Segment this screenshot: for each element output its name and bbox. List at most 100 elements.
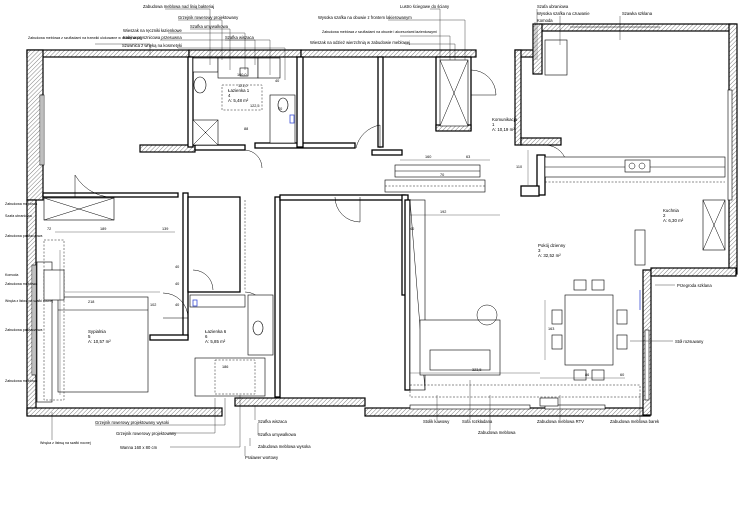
annotation: Wnęka z listwą na szafki nocnej xyxy=(40,441,91,445)
dim-text: 40 xyxy=(175,303,179,307)
annotation: Zabudowa meblowa wysoka xyxy=(258,444,311,449)
annotation: Sofa rozkładana xyxy=(462,419,493,424)
dim-text: 139 xyxy=(162,227,168,231)
room-area: A: 6,30 m² xyxy=(663,218,684,223)
room-name: Łazienka 6 xyxy=(205,329,227,334)
dim-text: 186 xyxy=(222,365,228,369)
bathroom-2 xyxy=(189,200,274,397)
room-number: 5 xyxy=(88,334,91,339)
annotation: Zabudowa meblowa RTV xyxy=(537,419,584,424)
annotation: Grzejnik rowerowy projektowany xyxy=(116,431,177,436)
annotation: Kabina prysznicowa przesuwna xyxy=(123,35,182,40)
room-number: 3 xyxy=(538,248,541,253)
annotation: Zabudowa pawlaczowa xyxy=(5,328,42,332)
dim-text: 40 xyxy=(175,265,179,269)
annotation: Wysoka szafka na obuwie z frontem lakier… xyxy=(318,15,412,20)
room-area: A: 5,85 m² xyxy=(205,339,226,344)
room-area: A: 10,19 m² xyxy=(492,127,515,132)
annotation: Szafka wiszaca xyxy=(225,35,255,40)
dim-text: 100,0 xyxy=(237,73,247,77)
dim-text: 70 xyxy=(278,107,282,111)
annotation: Zabudowa meblowa xyxy=(5,282,37,286)
room-label-bedroom: Sypialnia 5 A: 10,57 m² xyxy=(88,329,111,344)
annotation: Stolik kawowy xyxy=(423,419,450,424)
annotation: Zabudowa meblowa xyxy=(5,379,37,383)
annotation: Zabudowa meblowa z szufladami na trzewik… xyxy=(28,36,142,40)
room-number: 2 xyxy=(663,213,666,218)
dim-text: 40 xyxy=(410,227,414,231)
annotation: Wnęka z listwą na szafki nocnej xyxy=(5,299,53,303)
room-area: A: 10,57 m² xyxy=(88,339,111,344)
annotation: Wieszak na ręczniki łazienkowe xyxy=(123,28,183,33)
annotation: Zabudowa meblowa nad linią bakteriaj xyxy=(143,4,214,9)
annotations-right: Przegroda szklana Stół rozsuwany xyxy=(675,283,712,344)
annotation: Szafka umywalkowa xyxy=(190,24,229,29)
dim-text: 192 xyxy=(440,210,446,214)
annotation: Stół rozsuwany xyxy=(675,339,704,344)
room-label-bath2: Łazienka 6 6 A: 5,85 m² xyxy=(205,329,227,344)
bedroom-furniture xyxy=(36,197,149,403)
dim-text: 63 xyxy=(466,155,470,159)
room-label-hall: Komunikacja 1 A: 10,19 m² xyxy=(492,117,518,132)
room-label-living: Pokój dzienny 3 A: 32,52 m² xyxy=(538,243,566,258)
annotation: Szafa ubraniowa xyxy=(5,214,32,218)
annotation: Grzejnik rowerowy projektowany wysoki xyxy=(95,420,169,425)
annotation: Wieszak na odzież wierzchnią w zabudowie… xyxy=(310,40,410,45)
outer-walls xyxy=(26,23,738,417)
dim-text: 218 xyxy=(88,300,94,304)
leader-lines xyxy=(51,8,675,456)
annotation: Komoda xyxy=(537,18,553,23)
annotation: Wanna 160 x 80 cm xyxy=(120,445,158,450)
dim-text: 163 xyxy=(548,327,554,331)
dim-text: 40 xyxy=(175,282,179,286)
annotations-top: Zabudowa meblowa nad linią bakteriaj Grz… xyxy=(28,4,653,48)
dim-text: 110 xyxy=(516,165,522,169)
dim-text: 102 xyxy=(150,303,156,307)
room-area: A: 5,48 m² xyxy=(228,98,249,103)
annotation: Szafka umywalkowa xyxy=(258,432,297,437)
windows xyxy=(31,26,733,410)
annotation: Zabudowa meblowa z szufladami na obuwie … xyxy=(322,30,437,34)
dim-text: 121,0 xyxy=(238,84,248,88)
dim-text: 122,5 xyxy=(250,104,260,108)
room-number: 6 xyxy=(205,334,208,339)
dim-text: 86 xyxy=(585,373,589,377)
annotations-left: Zabudowa meblowa Szafa ubraniowa Zabudow… xyxy=(5,202,53,383)
annotation: Zabudowa pawlaczowa xyxy=(5,234,42,238)
room-label-bath1: Łazienka 1 4 A: 5,48 m² xyxy=(228,88,250,103)
annotation: Szafa ubraniowa xyxy=(537,4,569,9)
dimension-values: 100,0 121,0 122,5 88 40 70 160 63 192 11… xyxy=(47,73,624,377)
dim-text: 88 xyxy=(244,127,248,131)
annotation: Komoda xyxy=(5,273,18,277)
room-name: Kuchnia xyxy=(663,208,679,213)
dim-text: 60 xyxy=(620,373,624,377)
dim-text: 160 xyxy=(425,155,431,159)
dim-text: 189 xyxy=(100,227,106,231)
annotation: Lustro ściegowe do ściany xyxy=(400,4,450,9)
annotation: Wysoka szafka na czuwanie xyxy=(537,11,590,16)
annotation: Szawka szklana xyxy=(622,11,653,16)
dim-text: 40 xyxy=(275,79,279,83)
annotation: Szuwnica z wnęką na kosmetyki xyxy=(122,43,182,48)
bathroom-1 xyxy=(192,57,296,146)
room-label-kitchen: Kuchnia 2 A: 6,30 m² xyxy=(663,208,684,223)
room-number: 4 xyxy=(228,93,231,98)
room-name: Łazienka 1 xyxy=(228,88,250,93)
dim-text: 70 xyxy=(440,173,444,177)
annotation: Zabudowa meblowa xyxy=(5,202,37,206)
annotation: Szafka wiszaca xyxy=(258,419,288,424)
room-name: Sypialnia xyxy=(88,329,106,334)
kitchen-units xyxy=(544,39,726,251)
room-number: 1 xyxy=(492,122,495,127)
interior-walls xyxy=(42,56,562,398)
room-area: A: 32,52 m² xyxy=(538,253,561,258)
living-furniture xyxy=(409,199,646,407)
dim-text: 72 xyxy=(47,227,51,231)
annotation: Grzejnik rowerowy projektowany xyxy=(178,15,239,20)
hall-cabinets xyxy=(384,59,486,193)
room-name: Pokój dzienny xyxy=(538,243,566,248)
annotation: Pralawer wortowy xyxy=(245,455,279,460)
annotation: Przegroda szklana xyxy=(677,283,712,288)
annotation: Zabudowa meblowa xyxy=(478,430,516,435)
